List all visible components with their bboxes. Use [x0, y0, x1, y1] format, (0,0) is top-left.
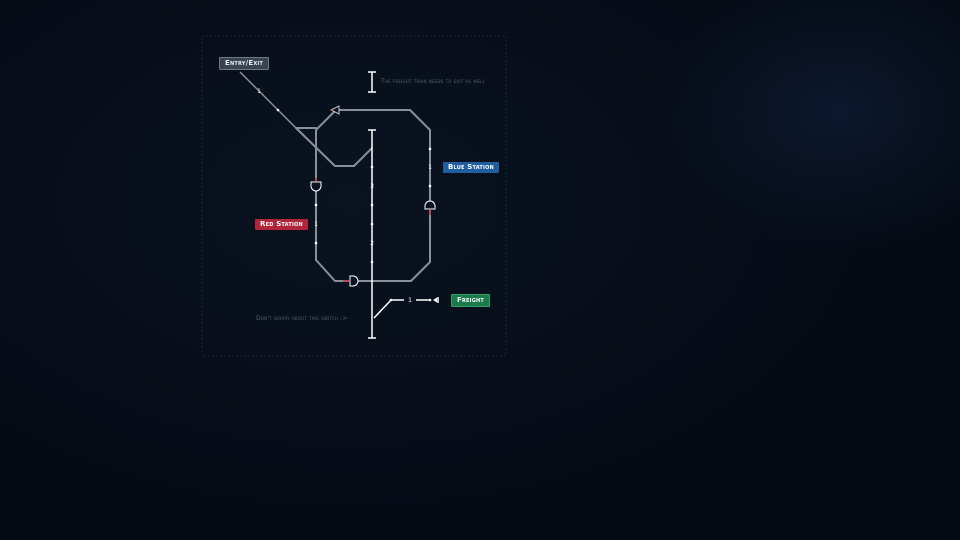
- marker: [276, 108, 280, 112]
- track-number-entry: 1: [257, 88, 261, 95]
- freight-diagonal: [373, 299, 392, 319]
- marker: [370, 222, 374, 226]
- marker: [370, 165, 374, 169]
- board-frame: [201, 35, 507, 357]
- loop-top-right: [335, 109, 431, 282]
- track-number-freight: 1: [408, 297, 412, 304]
- track-number-center-lower: 2: [370, 240, 374, 247]
- marker: [314, 203, 318, 207]
- station-freight[interactable]: Freight: [451, 294, 491, 307]
- marker: [314, 241, 318, 245]
- main-loop-track: [295, 109, 431, 282]
- siding-curve: [295, 127, 373, 167]
- hint-bottom: Don't worry about this switch ->: [256, 315, 348, 322]
- track-number-right: 1: [428, 164, 432, 171]
- switch-left-top: [315, 109, 337, 131]
- station-red[interactable]: Red Station: [255, 219, 308, 230]
- track-numbers: 1 3 2 1 1 1: [257, 88, 432, 304]
- marker: [389, 298, 393, 302]
- track-number-center-upper: 3: [370, 183, 374, 190]
- signal-icon[interactable]: [310, 178, 322, 192]
- marker: [428, 298, 432, 302]
- marker: [428, 147, 432, 151]
- station-blue[interactable]: Blue Station: [443, 162, 499, 173]
- marker: [370, 203, 374, 207]
- signal-icon[interactable]: [424, 200, 436, 215]
- hint-top: The freight train needs to exit as well: [381, 78, 486, 85]
- freight-end-arrow-icon: [433, 297, 437, 303]
- marker: [428, 184, 432, 188]
- track-markers: [276, 108, 432, 302]
- entry-track: [239, 71, 297, 129]
- track-number-left: 1: [314, 221, 318, 228]
- signal-icon[interactable]: [343, 275, 359, 287]
- station-entry-exit[interactable]: Entry/Exit: [219, 57, 270, 70]
- freight-spur: [373, 297, 439, 319]
- marker: [370, 260, 374, 264]
- switch-arrow-icon[interactable]: [329, 105, 340, 115]
